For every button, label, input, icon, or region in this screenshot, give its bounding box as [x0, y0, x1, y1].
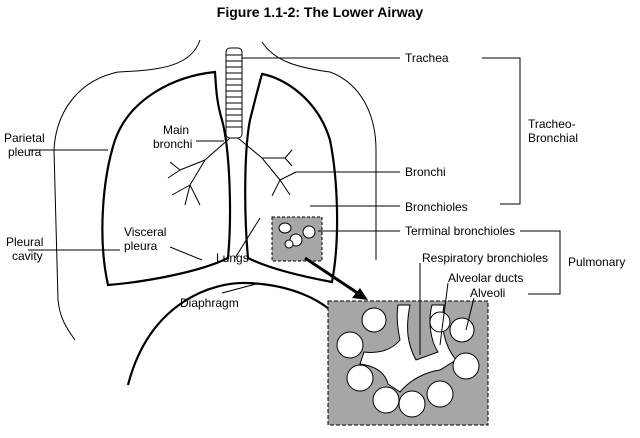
label-main-2: bronchi — [153, 137, 192, 151]
label-pulmonary: Pulmonary — [568, 255, 625, 269]
diaphragm-dome — [126, 281, 343, 386]
label-lungs: Lungs — [216, 251, 249, 265]
label-pleural-1: Pleural — [6, 235, 43, 249]
label-tracheo-2: Bronchial — [528, 131, 578, 145]
label-respiratory-bronchioles: Respiratory bronchioles — [422, 251, 548, 265]
chest-outline-left — [53, 39, 201, 341]
figure-title: Figure 1.1-2: The Lower Airway — [216, 4, 424, 20]
trachea-rings — [226, 54, 242, 128]
right-lung — [101, 70, 232, 287]
zoom-arrow-head — [352, 288, 368, 300]
label-visceral-1: Visceral — [124, 225, 166, 239]
label-tracheo-1: Tracheo- — [528, 117, 576, 131]
label-parietal-1: Parietal — [4, 131, 45, 145]
label-bronchi: Bronchi — [405, 165, 446, 179]
label-pleural-2: cavity — [12, 249, 43, 263]
bronchial-tree — [167, 137, 297, 206]
label-alveolar-ducts: Alveolar ducts — [448, 271, 523, 285]
left-lung — [244, 72, 339, 284]
leader-lines — [28, 57, 561, 355]
label-visceral-2: pleura — [124, 239, 158, 253]
label-main-1: Main — [163, 123, 189, 137]
label-parietal-2: pleura — [8, 145, 42, 159]
label-trachea: Trachea — [405, 51, 449, 65]
zoom-arrow — [304, 256, 363, 298]
label-terminal-bronchioles: Terminal bronchioles — [405, 224, 515, 238]
label-alveoli: Alveoli — [470, 286, 505, 300]
label-diaphragm: Diaphragm — [180, 296, 239, 310]
small-alveoli-cluster — [278, 222, 316, 249]
label-bronchioles: Bronchioles — [405, 200, 468, 214]
trachea-tube — [225, 47, 243, 139]
